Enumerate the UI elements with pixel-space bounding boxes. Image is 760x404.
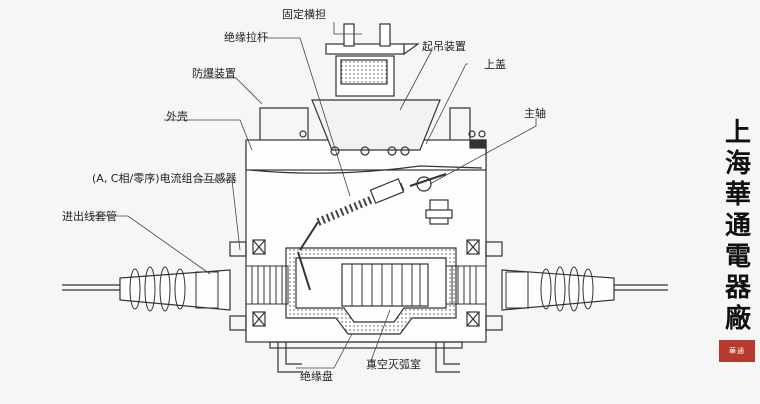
brand-char: 華	[724, 180, 751, 210]
vacuum-chamber	[341, 263, 429, 307]
label-shell: 外壳	[166, 110, 188, 123]
right-inner-bellows	[445, 265, 487, 305]
brand-char: 器	[724, 273, 751, 303]
brand-vertical-text: 上 海 華 通 電 器 廠	[718, 118, 758, 335]
label-current-transformer: (A, C相/零序)电流组合互感器	[92, 172, 237, 185]
label-main-shaft: 主轴	[524, 107, 546, 120]
right-bushing	[501, 269, 615, 311]
label-lifting-device: 起吊装置	[422, 40, 466, 53]
seal-text: 華通	[729, 347, 745, 355]
explosion-proof-wall	[259, 107, 309, 140]
brand-char: 廠	[724, 304, 751, 334]
label-explosion-proof: 防爆装置	[192, 67, 236, 80]
label-insulating-cover: 绝缘盘	[300, 370, 333, 383]
lifting-device	[311, 99, 441, 151]
mount-foot-left	[277, 342, 302, 373]
mount-foot-right	[435, 342, 460, 373]
label-top-cover: 上盖	[484, 58, 506, 71]
label-fixed-bracket: 固定横担	[282, 8, 326, 21]
brand-char: 電	[724, 242, 751, 272]
brand-char: 海	[724, 149, 751, 179]
pull-rod-spring	[316, 182, 406, 226]
brand-char: 通	[724, 211, 751, 241]
label-bushing: 进出线套管	[62, 210, 117, 223]
label-vacuum-chamber: 真空灭弧室	[366, 358, 421, 371]
seal-stamp: 華通	[719, 340, 755, 362]
ct-box-left-top	[252, 239, 266, 255]
brand-char: 上	[724, 118, 751, 148]
left-inner-bellows	[245, 265, 289, 305]
label-insulated-pull-rod: 绝缘拉杆	[224, 31, 268, 44]
